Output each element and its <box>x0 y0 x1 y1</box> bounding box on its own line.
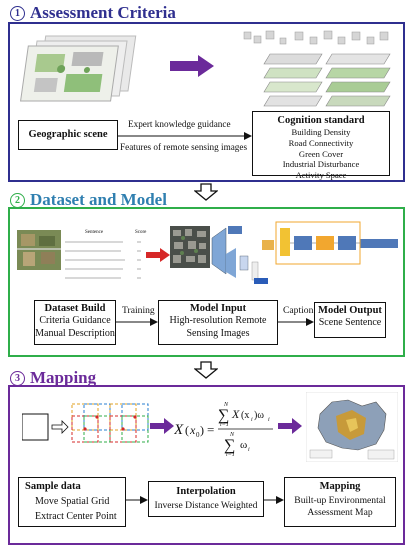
section1-header: 1 Assessment Criteria <box>10 3 176 23</box>
geographic-scene-box: Geographic scene <box>18 120 118 150</box>
down-arrow-1 <box>194 183 218 201</box>
sentence-table: Sentence Score <box>63 230 153 285</box>
svg-text:i=1: i=1 <box>220 422 229 428</box>
geographic-scene-label: Geographic scene <box>28 129 108 141</box>
mapping-line: Assessment Map <box>307 507 373 519</box>
svg-text:i=1: i=1 <box>226 452 235 458</box>
mapping-title: Mapping <box>319 481 361 492</box>
sample-data-line: Move Spatial Grid <box>35 496 110 508</box>
svg-text:i: i <box>251 417 253 423</box>
svg-text:∑: ∑ <box>218 407 229 424</box>
svg-text:(x: (x <box>241 410 249 421</box>
svg-text:=: = <box>207 422 214 437</box>
model-input-box: Model Input High-resolution Remote Sensi… <box>158 300 278 345</box>
svg-text:i: i <box>268 417 270 423</box>
model-output-line: Scene Sentence <box>318 317 382 329</box>
section2-panel <box>8 207 405 357</box>
training-arrow <box>116 318 158 326</box>
interp-to-map-arrow <box>264 496 284 504</box>
aerial-image <box>170 226 210 268</box>
caption-arrow <box>278 318 314 326</box>
purple-arrow-3 <box>278 418 302 434</box>
cognition-standard-box: Cognition standard Building Density Road… <box>252 111 390 180</box>
assessment-map <box>306 392 398 462</box>
satellite-image <box>17 230 61 270</box>
dataset-build-box: Dataset Build Criteria Guidance Manual D… <box>34 300 116 345</box>
svg-text:0: 0 <box>196 431 200 439</box>
training-label: Training <box>122 305 155 316</box>
scene-map-stack <box>20 35 137 102</box>
interpolation-line: Inverse Distance Weighted <box>154 500 258 512</box>
sample-data-line: Extract Center Point <box>35 510 117 522</box>
svg-text:N: N <box>223 402 229 408</box>
model-output-box: Model Output Scene Sentence <box>314 302 386 338</box>
svg-text:x: x <box>189 423 196 437</box>
model-pipeline <box>211 221 398 284</box>
svg-text:ω: ω <box>240 439 247 451</box>
mapping-box: Mapping Built-up Environmental Assessmen… <box>284 477 396 527</box>
idw-formula: X ( x 0 ) = N ∑ i=1 X (x i )ω i N ∑ i=1 … <box>174 402 273 458</box>
section2-number: 2 <box>10 192 25 208</box>
model-input-line: Sensing Images <box>186 327 250 339</box>
sample-to-interp-arrow <box>126 496 148 504</box>
cog-item: Activity Space <box>295 170 347 181</box>
table-lines <box>65 241 141 279</box>
section1-number: 1 <box>10 5 25 21</box>
interpolation-box: Interpolation Inverse Distance Weighted <box>148 481 264 517</box>
section1-panel <box>8 22 405 182</box>
caption-model-label: Caption model <box>283 305 340 316</box>
remote-features-label: Features of remote sensing images <box>120 142 248 152</box>
svg-text:∑: ∑ <box>224 437 235 454</box>
sample-data-box: Sample data Move Spatial Grid Extract Ce… <box>18 477 126 527</box>
cog-item: Road Connectivity <box>288 137 354 148</box>
model-input-title: Model Input <box>189 303 247 314</box>
scene-to-standard-arrow <box>118 132 252 140</box>
sample-data-title: Sample data <box>25 481 81 492</box>
purple-arrow <box>170 55 214 77</box>
section3-panel <box>8 385 405 545</box>
criteria-layer-grid <box>243 30 391 107</box>
section2-title: Dataset and Model <box>30 190 167 209</box>
section3-title: Mapping <box>30 368 97 387</box>
section3-number: 3 <box>10 370 25 386</box>
interpolation-title: Interpolation <box>176 486 236 497</box>
dataset-build-title: Dataset Build <box>44 303 106 314</box>
svg-text:): ) <box>200 423 204 437</box>
cog-item: Building Density <box>291 127 351 138</box>
svg-text:)ω: )ω <box>254 410 264 421</box>
svg-text:(: ( <box>185 423 189 437</box>
model-output-title: Model Output <box>318 305 382 316</box>
purple-arrow-2 <box>150 418 174 434</box>
dataset-build-line: Criteria Guidance <box>39 315 111 327</box>
mapping-line: Built-up Environmental <box>294 495 386 507</box>
svg-text:X: X <box>231 407 240 421</box>
section1-title: Assessment Criteria <box>30 3 176 22</box>
cog-item: Industrial Disturbance <box>282 159 360 170</box>
expert-knowledge-label: Expert knowledge guidance <box>128 119 231 129</box>
svg-text:i: i <box>248 447 250 453</box>
moving-grids <box>22 403 149 443</box>
red-arrow <box>146 248 170 262</box>
model-input-line: High-resolution Remote <box>169 315 267 327</box>
table-header-score: Score <box>135 230 147 235</box>
table-header-sentence: Sentence <box>85 230 104 235</box>
cog-item: Green Cover <box>298 148 344 159</box>
section2-header: 2 Dataset and Model <box>10 190 167 210</box>
svg-text:X: X <box>174 422 184 438</box>
svg-text:N: N <box>229 432 235 438</box>
down-arrow-2 <box>194 361 218 379</box>
dataset-build-line: Manual Description <box>35 327 115 339</box>
cognition-standard-title: Cognition standard <box>277 115 365 126</box>
